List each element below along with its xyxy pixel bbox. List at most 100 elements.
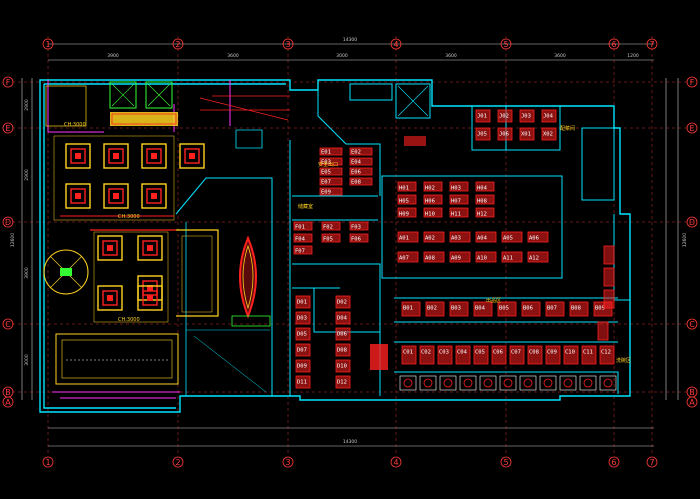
- equipment-item: D06: [335, 327, 351, 341]
- row-axis-label: A: [689, 398, 695, 407]
- equipment-item: D11: [295, 375, 311, 389]
- burner-ring: [483, 378, 493, 388]
- row-axis-label: E: [5, 124, 10, 133]
- equipment-code: F03: [351, 225, 361, 231]
- equipment-item: D08: [335, 343, 351, 357]
- equipment-item: A04: [475, 231, 497, 243]
- equipment-item: C09: [545, 345, 561, 365]
- equipment-item: J06: [497, 127, 513, 141]
- equipment-item: F04: [293, 233, 313, 243]
- equipment-code: H10: [425, 212, 435, 218]
- segment-dimension: 3600: [554, 53, 566, 59]
- equipment-item: E06: [349, 167, 373, 176]
- equipment-code: B04: [475, 306, 486, 312]
- equipment-item: H06: [423, 194, 443, 205]
- segment-dimension: 3600: [445, 53, 457, 59]
- counter-block: [539, 375, 557, 391]
- equipment-item: F07: [293, 245, 313, 255]
- equipment-code: C10: [565, 350, 575, 356]
- equipment-item: H11: [449, 207, 469, 218]
- equipment-item: J04: [541, 109, 557, 123]
- column-bubble: [608, 38, 620, 50]
- equipment-code: A08: [425, 256, 435, 262]
- equipment-code: D06: [337, 332, 347, 338]
- equipment-code: A07: [399, 256, 409, 262]
- equipment-item: E08: [349, 177, 373, 186]
- equipment-code: C04: [457, 350, 468, 356]
- column-bubble: [282, 38, 294, 50]
- ceiling-note-1: CH:3000: [64, 122, 86, 128]
- equipment-item: A03: [449, 231, 471, 243]
- equipment-item: E02: [349, 147, 373, 156]
- equipment-code: D08: [337, 348, 347, 354]
- equipment-item: F02: [321, 221, 341, 231]
- equipment-item: B06: [521, 301, 541, 317]
- equipment-item: B02: [425, 301, 445, 317]
- segment-dimension: 2900: [24, 169, 30, 181]
- equipment-code: A09: [451, 256, 461, 262]
- equipment-item: X01: [519, 127, 535, 141]
- equipment-item: C05: [473, 345, 489, 365]
- equipment-item: D03: [295, 311, 311, 325]
- dimension-lines: [21, 43, 679, 447]
- row-axis-label: D: [689, 218, 695, 227]
- dining-zone: [43, 81, 179, 385]
- equipment-item: A06: [527, 231, 549, 243]
- equipment-code: H08: [477, 199, 487, 205]
- equipment-item: H09: [397, 207, 417, 218]
- equipment-item: D07: [295, 343, 311, 357]
- burner-ring: [583, 378, 593, 388]
- column-bubble: [172, 38, 184, 50]
- equipment-item: C10: [563, 345, 579, 365]
- counter-block: [399, 375, 417, 391]
- equipment-code: X02: [543, 132, 553, 138]
- equipment-item: C08: [527, 345, 543, 365]
- equipment-item: H07: [449, 194, 469, 205]
- row-bubble: [2, 396, 14, 408]
- column-axis-label: 6: [611, 458, 616, 467]
- equipment-code: H06: [425, 199, 435, 205]
- equipment-item: A01: [397, 231, 419, 243]
- equipment-item: E01: [319, 147, 343, 156]
- equipment-code: H01: [399, 186, 409, 192]
- column-bubble: [282, 456, 294, 468]
- dining-table: [179, 143, 205, 169]
- entry-unit: [404, 136, 426, 146]
- equipment-item: F03: [349, 221, 369, 231]
- equipment-item: E09: [319, 187, 343, 196]
- equipment-item: A02: [423, 231, 445, 243]
- equipment-code: D10: [337, 364, 347, 370]
- equipment-code: C02: [421, 350, 431, 356]
- area-note-b: 储藏室: [298, 203, 313, 210]
- column-axis-label: 6: [611, 40, 616, 49]
- equipment-item: A10: [475, 251, 497, 263]
- equipment-code: C12: [601, 350, 611, 356]
- equipment-item: C11: [581, 345, 597, 365]
- counter-block: [579, 375, 597, 391]
- equipment-item: E07: [319, 177, 343, 186]
- dining-table: [97, 285, 123, 311]
- equipment-item: H01: [397, 181, 417, 192]
- equipment-item: A09: [449, 251, 471, 263]
- burner-ring: [503, 378, 513, 388]
- burner-ring: [603, 378, 613, 388]
- equipment-item: B07: [545, 301, 565, 317]
- equipment-item: C02: [419, 345, 435, 365]
- column-axis-label: 4: [393, 40, 398, 49]
- area-note-a: 安全出口: [318, 161, 338, 168]
- equipment-item: X02: [541, 127, 557, 141]
- counter-block: [559, 375, 577, 391]
- row-axis-label: D: [5, 218, 11, 227]
- segment-dimension: 3900: [24, 267, 30, 279]
- equipment-item: B03: [449, 301, 469, 317]
- column-axis-label: 7: [649, 458, 654, 467]
- left-total-dimension: 12600: [10, 233, 16, 247]
- row-axis-label: A: [5, 398, 11, 407]
- equipment-code: H07: [451, 199, 461, 205]
- row-axis-label: F: [690, 78, 695, 87]
- equipment-code: D02: [337, 300, 347, 306]
- equipment-code: E06: [351, 170, 361, 176]
- row-axis-label: C: [689, 320, 695, 329]
